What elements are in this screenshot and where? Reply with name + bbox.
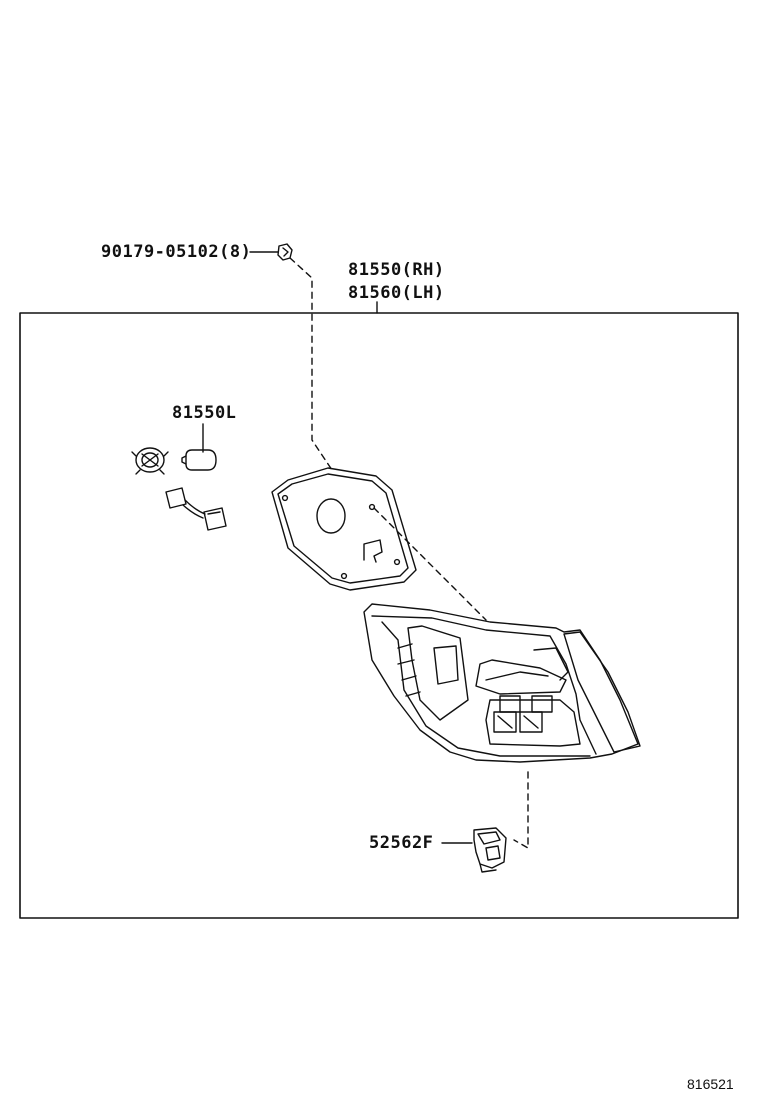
bulb-part bbox=[181, 423, 217, 471]
bulb-part-number: 81550L bbox=[172, 403, 237, 423]
gasket-plate-part bbox=[271, 467, 417, 591]
lamp-rh-part-number: 81550(RH) bbox=[348, 260, 445, 280]
clip-part-number: 90179-05102(8) bbox=[101, 244, 251, 261]
bracket-part-number: 52562F bbox=[369, 833, 434, 853]
assembly-frame bbox=[19, 312, 739, 919]
bulb-socket-part bbox=[131, 447, 169, 475]
wire-harness-part bbox=[165, 487, 227, 531]
clip-guide-dashed bbox=[289, 257, 333, 471]
clip-qty-text: (8) bbox=[219, 242, 252, 262]
lamp-lh-part-number: 81560(LH) bbox=[348, 283, 445, 303]
clip-part bbox=[249, 243, 293, 261]
tail-lamp-housing bbox=[363, 603, 641, 763]
diagram-reference-code: 816521 bbox=[687, 1076, 734, 1092]
bracket-guide-dashed bbox=[513, 771, 529, 849]
gasket-guide-dashed bbox=[373, 507, 487, 621]
bracket-part bbox=[441, 827, 507, 873]
clip-number-text: 90179-05102 bbox=[101, 242, 220, 262]
